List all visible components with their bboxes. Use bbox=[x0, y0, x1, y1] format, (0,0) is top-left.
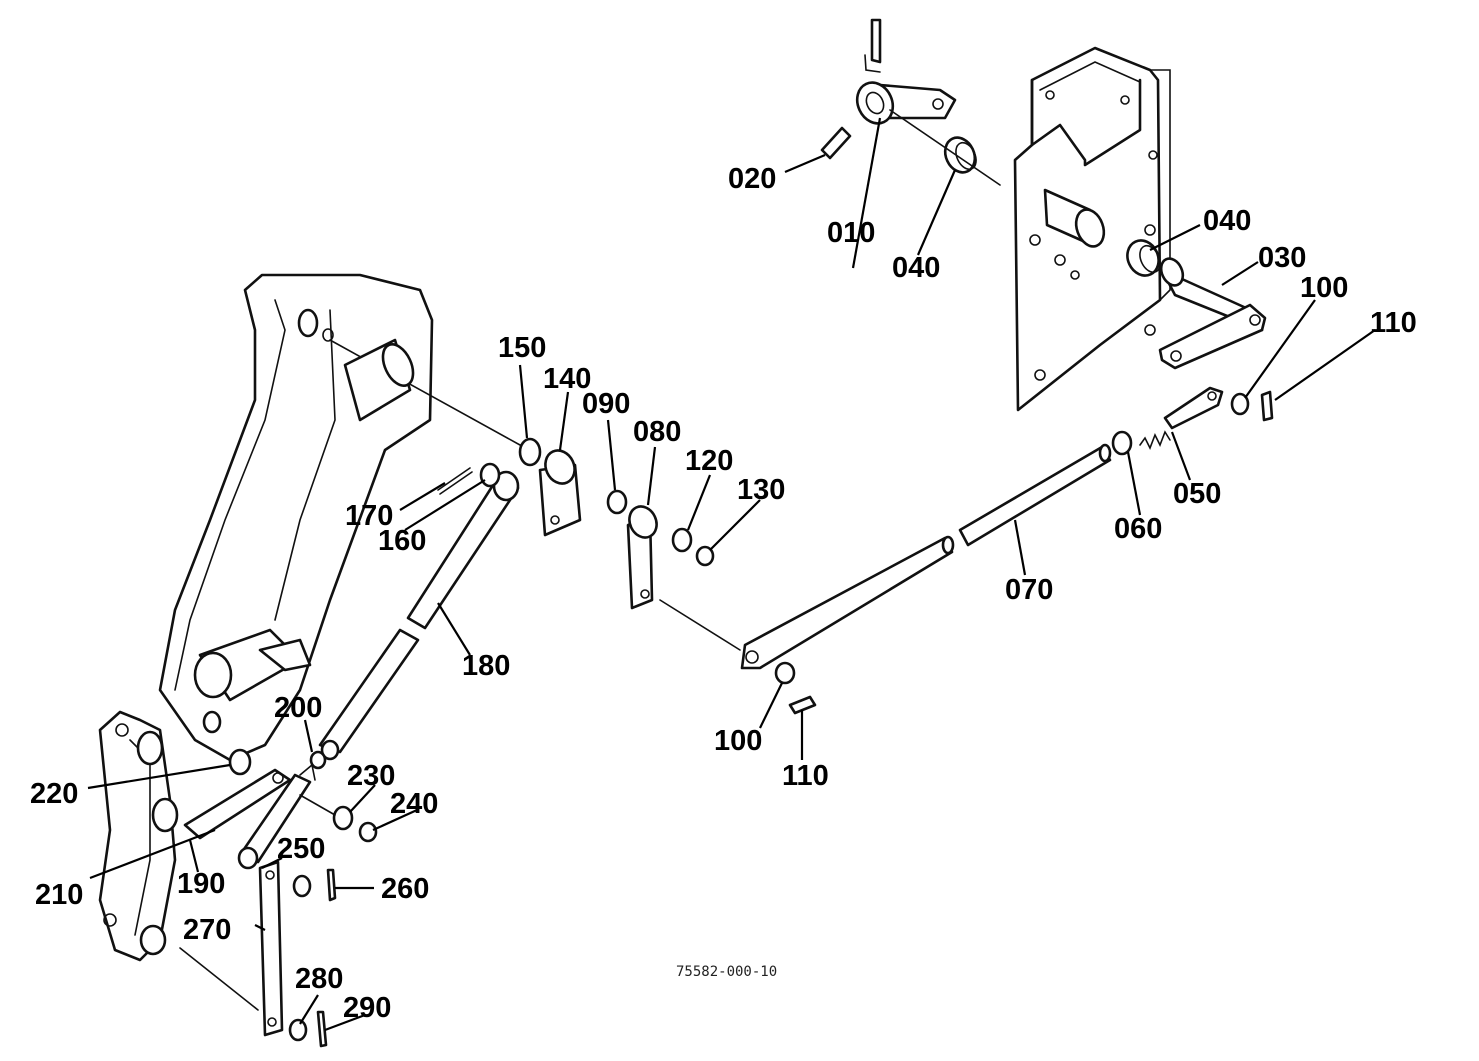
washer-120 bbox=[671, 527, 693, 553]
callout-280: 280 bbox=[295, 963, 343, 995]
nut-130 bbox=[695, 545, 715, 567]
callout-050: 050 bbox=[1173, 478, 1221, 510]
callout-250: 250 bbox=[277, 833, 325, 865]
washer-250 bbox=[292, 874, 312, 898]
nut-060 bbox=[1111, 430, 1133, 456]
callout-210: 210 bbox=[35, 879, 83, 911]
callout-160: 160 bbox=[378, 525, 426, 557]
washer-230 bbox=[332, 805, 354, 831]
callout-040-lower: 040 bbox=[1203, 205, 1251, 237]
callout-080: 080 bbox=[633, 416, 681, 448]
rod-end-050 bbox=[1139, 386, 1224, 450]
pin-170 bbox=[437, 467, 473, 495]
callout-040-upper: 040 bbox=[892, 252, 940, 284]
callout-270: 270 bbox=[183, 914, 231, 946]
rod-180 bbox=[318, 470, 520, 761]
lever-010 bbox=[855, 18, 957, 125]
washer-160 bbox=[479, 462, 501, 488]
link-080 bbox=[626, 505, 658, 610]
callout-labels: 010 020 040 040 030 100 110 050 060 070 … bbox=[30, 163, 1417, 1024]
cotter-260 bbox=[326, 868, 337, 902]
cotter-290 bbox=[316, 1010, 328, 1048]
nut-240 bbox=[358, 821, 378, 843]
washer-100-right bbox=[1230, 392, 1250, 416]
bushing-090 bbox=[606, 489, 628, 515]
callout-100-right: 100 bbox=[1300, 272, 1348, 304]
bushing-040-lower bbox=[1126, 239, 1161, 277]
callout-010: 010 bbox=[827, 217, 875, 249]
callout-060: 060 bbox=[1114, 513, 1162, 545]
callout-220: 220 bbox=[30, 778, 78, 810]
callout-170: 170 bbox=[345, 500, 393, 532]
bushing-220 bbox=[202, 710, 252, 776]
leader-lines bbox=[87, 117, 1376, 1032]
callout-090: 090 bbox=[582, 388, 630, 420]
drawing-code: 75582-000-10 bbox=[676, 964, 777, 980]
washer-100-bottom bbox=[774, 661, 796, 685]
crank-arm-030 bbox=[1158, 257, 1267, 370]
cotter-110-right bbox=[1260, 390, 1274, 422]
cotter-110-bottom bbox=[788, 695, 817, 715]
callout-070: 070 bbox=[1005, 574, 1053, 606]
callout-130: 130 bbox=[737, 474, 785, 506]
link-270 bbox=[258, 860, 284, 1037]
callout-260: 260 bbox=[381, 873, 429, 905]
callout-180: 180 bbox=[462, 650, 510, 682]
callout-110-right: 110 bbox=[1370, 307, 1417, 339]
callout-030: 030 bbox=[1258, 242, 1306, 274]
mounting-bracket bbox=[1013, 46, 1171, 412]
callout-230: 230 bbox=[347, 760, 395, 792]
spring-pin-200 bbox=[309, 750, 327, 770]
callout-120: 120 bbox=[685, 445, 733, 477]
callout-240: 240 bbox=[390, 788, 438, 820]
callout-110-bottom: 110 bbox=[782, 760, 829, 792]
washer-280 bbox=[288, 1018, 308, 1042]
pin-020 bbox=[820, 126, 852, 160]
callout-150: 150 bbox=[498, 332, 546, 364]
callout-290: 290 bbox=[343, 992, 391, 1024]
lower-plate bbox=[98, 710, 179, 962]
callout-200: 200 bbox=[274, 692, 322, 724]
column-frame bbox=[158, 273, 434, 762]
bracket-140 bbox=[538, 449, 582, 537]
link-210 bbox=[237, 763, 316, 870]
rod-070 bbox=[740, 443, 1112, 670]
bushing-040-upper bbox=[943, 136, 977, 174]
bushing-150 bbox=[518, 437, 542, 467]
callout-100-bottom: 100 bbox=[714, 725, 762, 757]
callout-190: 190 bbox=[177, 868, 225, 900]
callout-140: 140 bbox=[543, 363, 591, 395]
callout-020: 020 bbox=[728, 163, 776, 195]
